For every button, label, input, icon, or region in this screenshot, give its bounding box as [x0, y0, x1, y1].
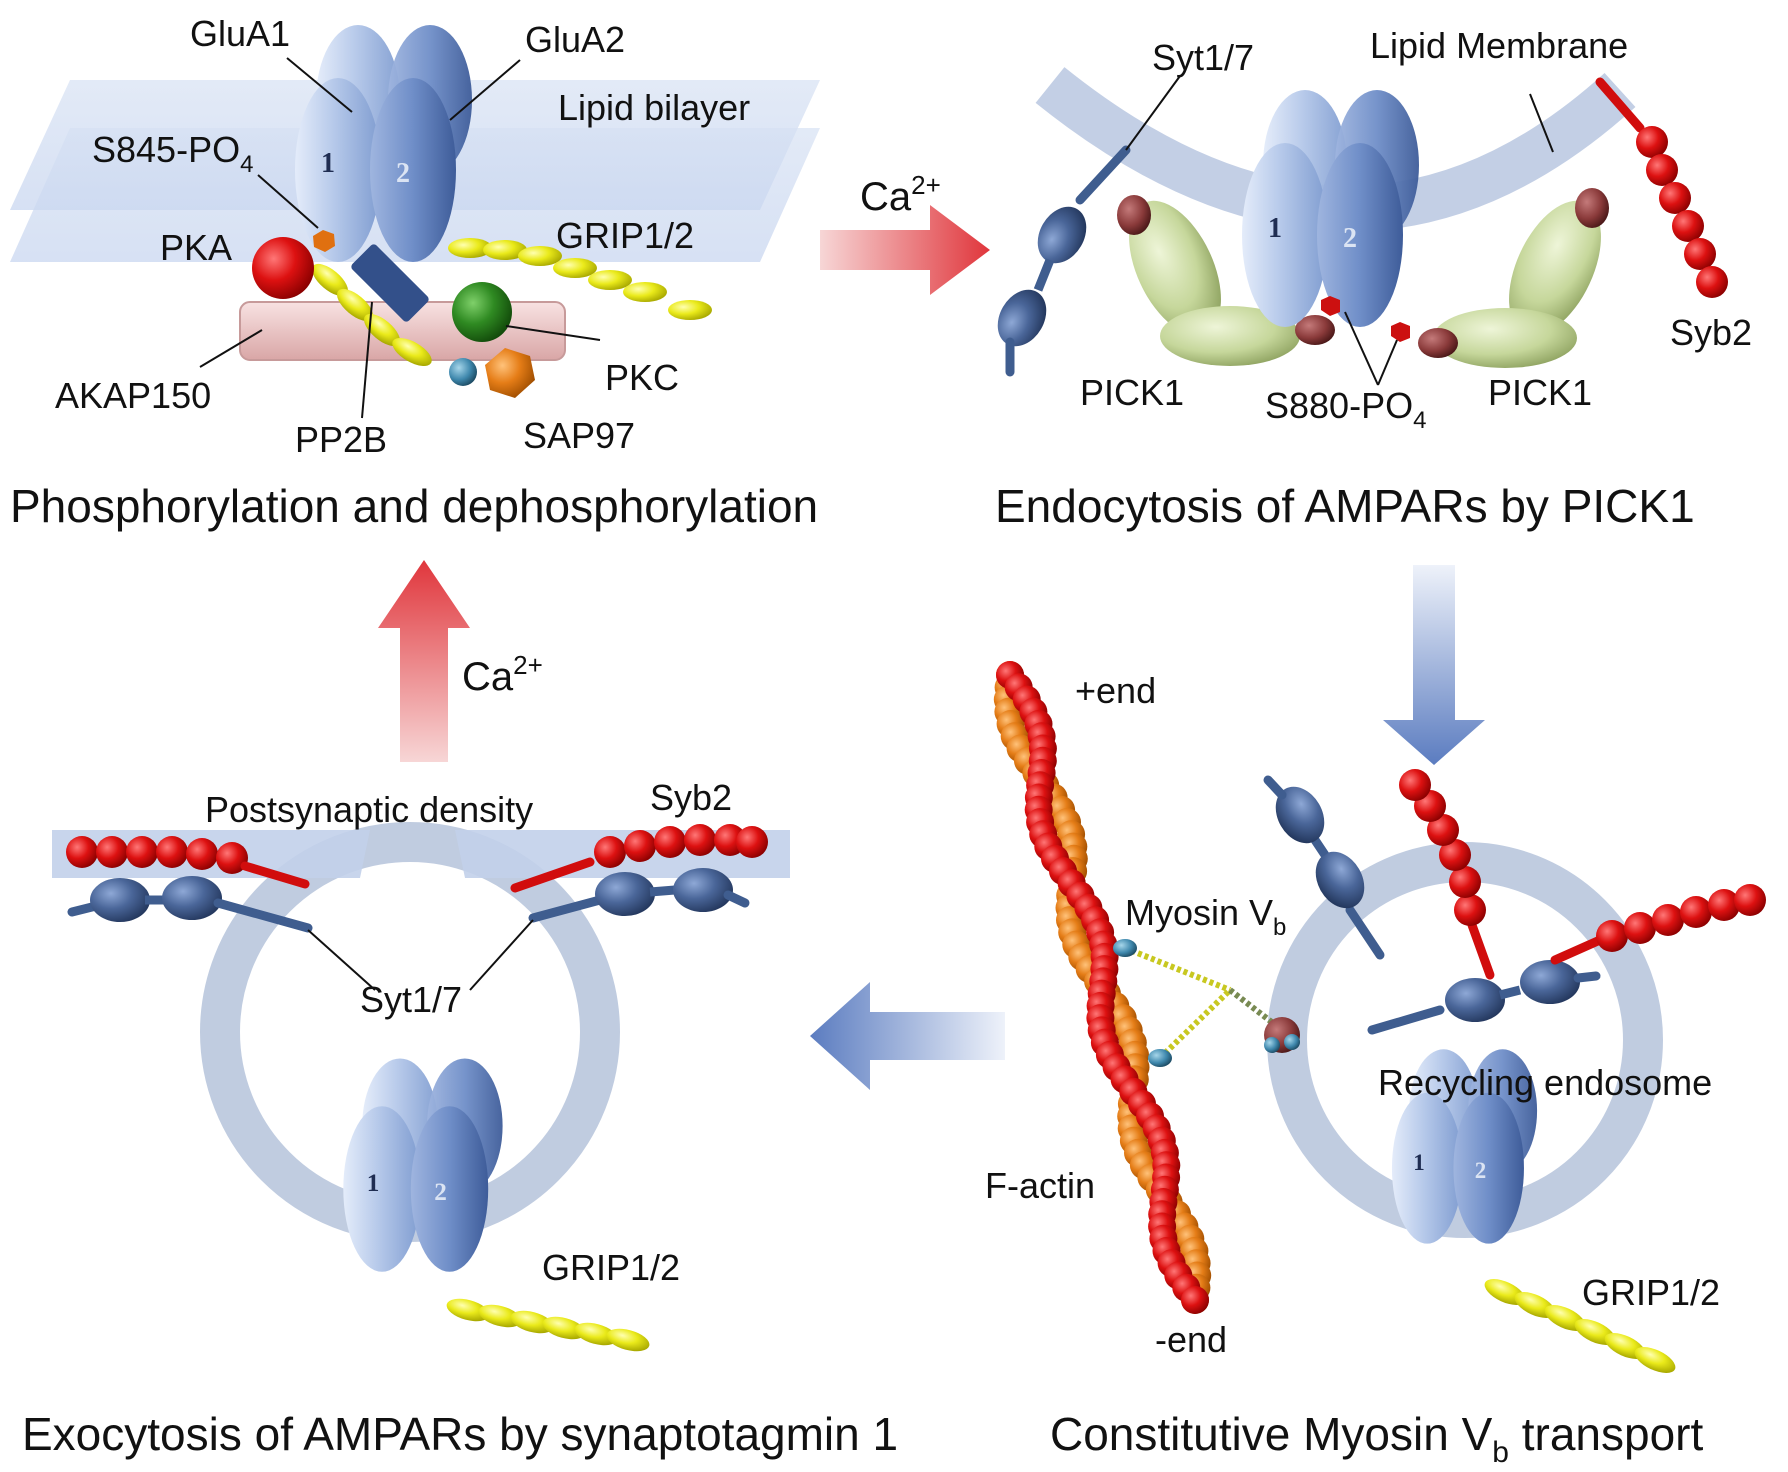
panel-exocytosis: 1 2 Postsynaptic density Syb2 Syt1/7 GRI…	[22, 777, 898, 1460]
caption-exocytosis: Exocytosis of AMPARs by synaptotagmin 1	[22, 1408, 898, 1460]
myosin-label: Myosin Vb	[1125, 892, 1286, 941]
syb2-endocytosis	[1595, 77, 1728, 298]
arrow-endocytosis-to-transport	[1383, 565, 1485, 765]
glua2-label: GluA2	[525, 19, 625, 60]
lipid-bilayer-label: Lipid bilayer	[558, 87, 750, 128]
subunit-2-label: 2	[1343, 223, 1357, 254]
factin-filament	[993, 661, 1212, 1314]
subunit-1-label: 1	[1268, 213, 1282, 244]
syb2-exo-left	[66, 836, 310, 889]
sap97-small-ball	[449, 358, 477, 386]
plus-end-label: +end	[1075, 670, 1156, 711]
syt-transport-1	[1367, 960, 1601, 1035]
panel-phosphorylation: 1 2 GluA1 GluA2 Lipid bilayer S845-PO4 P…	[10, 13, 820, 532]
pkc-ball	[452, 282, 512, 342]
grip-transport-label: GRIP1/2	[1582, 1272, 1720, 1313]
pick1-right	[1418, 188, 1609, 368]
s880-label: S880-PO4	[1265, 385, 1426, 434]
pkc-label: PKC	[605, 357, 679, 398]
syb2-transport-2	[1550, 884, 1766, 965]
s880-phosphate-left	[1321, 296, 1340, 316]
psd-label: Postsynaptic density	[205, 789, 533, 830]
s845-phosphate	[313, 230, 335, 252]
receptor-exocytosis: 1 2	[343, 1058, 503, 1272]
myosin-vb	[1113, 939, 1300, 1067]
sap97-label: SAP97	[523, 415, 635, 456]
syt-exo-label: Syt1/7	[360, 979, 462, 1020]
ca-top-label: Ca2+	[860, 170, 941, 219]
pick1-left	[1117, 195, 1335, 366]
s880-phosphate-right	[1391, 322, 1410, 342]
syt-label: Syt1/7	[1152, 37, 1254, 78]
pick1-left-label: PICK1	[1080, 372, 1184, 413]
caption-phosphorylation: Phosphorylation and dephosphorylation	[10, 480, 818, 532]
syb2-label: Syb2	[1670, 312, 1752, 353]
arrow-transport-to-exocytosis	[810, 982, 1005, 1090]
factin-label: F-actin	[985, 1165, 1095, 1206]
pick1-right-label: PICK1	[1488, 372, 1592, 413]
grip-exo-label: GRIP1/2	[542, 1247, 680, 1288]
subunit-1-label: 1	[321, 148, 335, 179]
grip-exocytosis	[444, 1294, 652, 1356]
syt-exo-left	[67, 876, 313, 933]
panel-endocytosis: 1 2 Syt1/7 Lipid Membrane Syb2 PICK1 PIC…	[987, 25, 1752, 532]
syb2-exo-right	[510, 824, 768, 893]
subunit-1-label: 1	[1413, 1150, 1424, 1175]
akap150-label: AKAP150	[55, 375, 211, 416]
actin-bead	[1181, 1286, 1209, 1314]
arrow-ca-to-phosphorylation: Ca2+	[378, 560, 543, 762]
subunit-1-label: 1	[367, 1170, 380, 1197]
ca-left-label: Ca2+	[462, 650, 543, 699]
s845-label: S845-PO4	[92, 129, 253, 178]
caption-endocytosis: Endocytosis of AMPARs by PICK1	[995, 480, 1695, 532]
pp2b-block	[351, 244, 429, 322]
grip-label: GRIP1/2	[556, 215, 694, 256]
pp2b-label: PP2B	[295, 419, 387, 460]
caption-transport: Constitutive Myosin Vb transport	[1050, 1408, 1703, 1469]
syt-endocytosis	[987, 145, 1131, 377]
receptor-transport: 1 2	[1391, 1049, 1538, 1244]
subunit-2-label: 2	[1475, 1158, 1486, 1183]
sap97-hexagon	[485, 348, 535, 398]
subunit-2-label: 2	[396, 158, 410, 189]
subunit-2-label: 2	[434, 1179, 447, 1206]
syt-exo-right	[528, 868, 750, 923]
minus-end-label: -end	[1155, 1319, 1227, 1360]
recycling-endosome-label: Recycling endosome	[1378, 1062, 1712, 1103]
syb2-transport-1	[1399, 769, 1495, 980]
pka-label: PKA	[160, 227, 232, 268]
syt-transport-2	[1263, 775, 1385, 960]
pka-ball	[252, 237, 314, 299]
receptor-endocytosis: 1 2	[1242, 90, 1419, 327]
lipid-membrane-label: Lipid Membrane	[1370, 25, 1628, 66]
glua1-label: GluA1	[190, 13, 290, 54]
arrow-ca-to-endocytosis: Ca2+	[820, 170, 990, 295]
receptor-glua1-glua2: 1 2	[295, 25, 472, 262]
syb2-exo-label: Syb2	[650, 777, 732, 818]
panel-transport: 1 2 +end -end Myosin Vb F-actin Recyclin…	[985, 661, 1766, 1469]
